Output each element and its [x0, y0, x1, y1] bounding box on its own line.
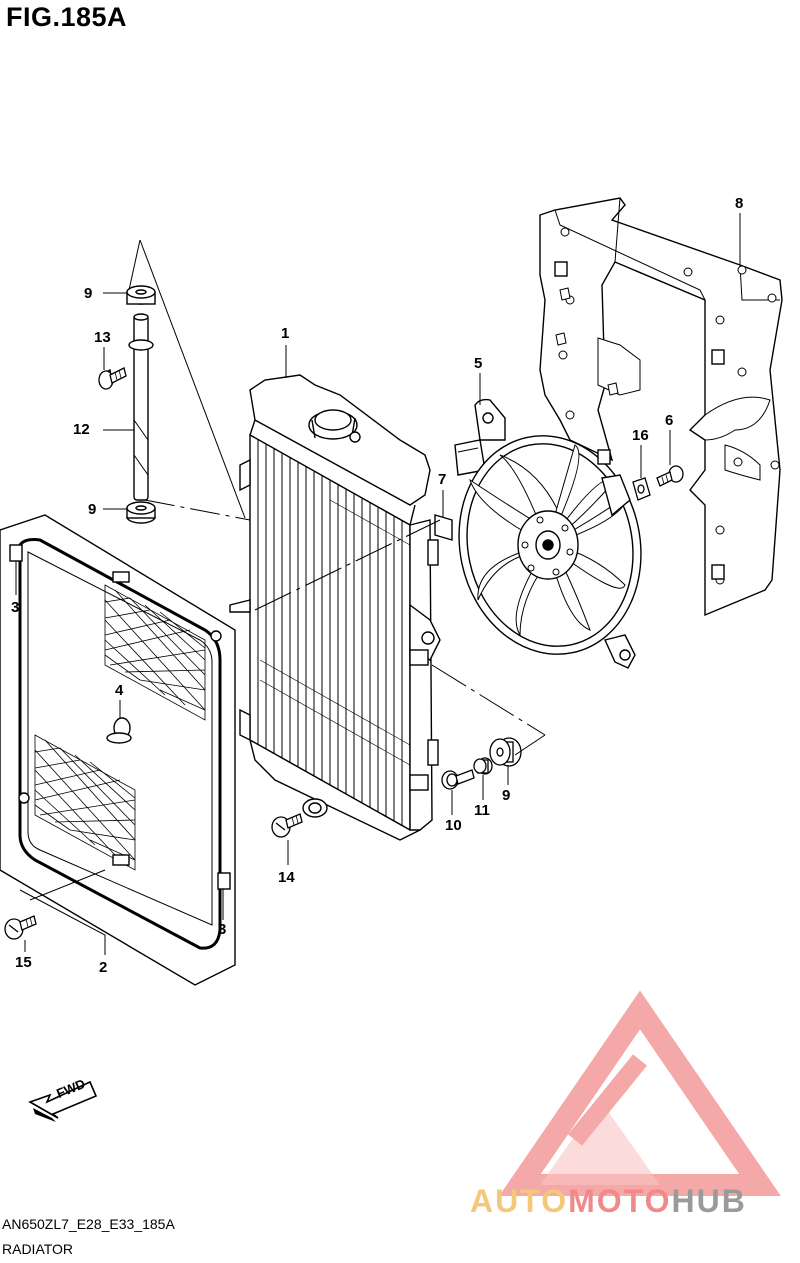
- leader-lines: [15, 213, 741, 955]
- callout-9-top: 9: [84, 285, 93, 302]
- callout-7: 7: [438, 471, 447, 488]
- callout-1: 1: [281, 325, 290, 342]
- callout-8: 8: [735, 195, 744, 212]
- callout-4: 4: [115, 682, 124, 699]
- figure-title: FIG.185A: [6, 2, 128, 32]
- callout-13: 13: [94, 329, 111, 346]
- cooling-fan-assembly: [454, 398, 642, 669]
- automotohub-logo-mark: [499, 990, 781, 1196]
- callout-3-right: 3: [218, 921, 227, 938]
- radiator-core: [229, 374, 453, 841]
- callout-6: 6: [665, 412, 674, 429]
- callout-3-left: 3: [11, 599, 20, 616]
- callout-14: 14: [278, 869, 295, 886]
- part-group-name: RADIATOR: [2, 1241, 74, 1257]
- collar-11: [473, 757, 493, 775]
- radiator-mount-stay: [126, 285, 156, 524]
- callout-2: 2: [99, 959, 108, 976]
- bolt-6: [656, 465, 684, 487]
- callout-12: 12: [73, 421, 90, 438]
- nut-16: [632, 477, 651, 501]
- callout-16: 16: [632, 427, 649, 444]
- logo-text-hub: HUB: [671, 1183, 747, 1219]
- damper-9-right: [489, 737, 522, 767]
- bolt-13: [98, 367, 127, 390]
- bolt-10: [441, 769, 475, 790]
- callout-10: 10: [445, 817, 462, 834]
- logo-text-moto: MOTO: [568, 1183, 672, 1219]
- callout-9-right: 9: [502, 787, 511, 804]
- screw-15: [4, 915, 37, 940]
- callout-5: 5: [474, 355, 483, 372]
- forward-direction-arrow: [28, 1080, 98, 1122]
- screw-14: [271, 813, 303, 838]
- radiator-bracket: [539, 197, 783, 617]
- callout-15: 15: [15, 954, 32, 971]
- model-code: AN650ZL7_E28_E33_185A: [2, 1216, 175, 1232]
- callout-9-bottom: 9: [88, 501, 97, 518]
- callout-11: 11: [474, 802, 490, 819]
- automotohub-logo-text: AUTOMOTOHUB: [470, 1183, 747, 1220]
- radiator-shroud: [0, 514, 236, 986]
- logo-text-auto: AUTO: [470, 1183, 569, 1219]
